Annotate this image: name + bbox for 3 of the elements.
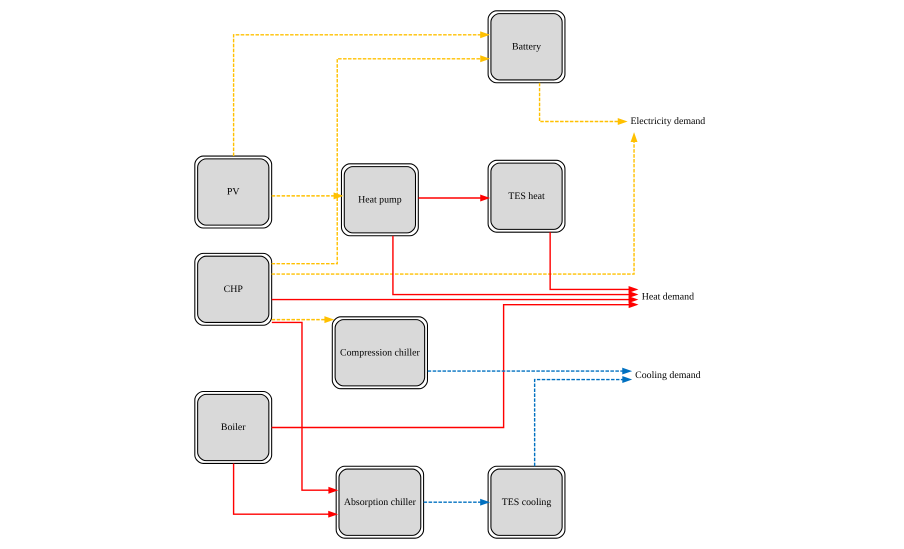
node-text: Cooling demand — [634, 370, 700, 381]
node-text: Electricity demand — [630, 116, 705, 128]
node-text: Heat demand — [641, 292, 694, 303]
